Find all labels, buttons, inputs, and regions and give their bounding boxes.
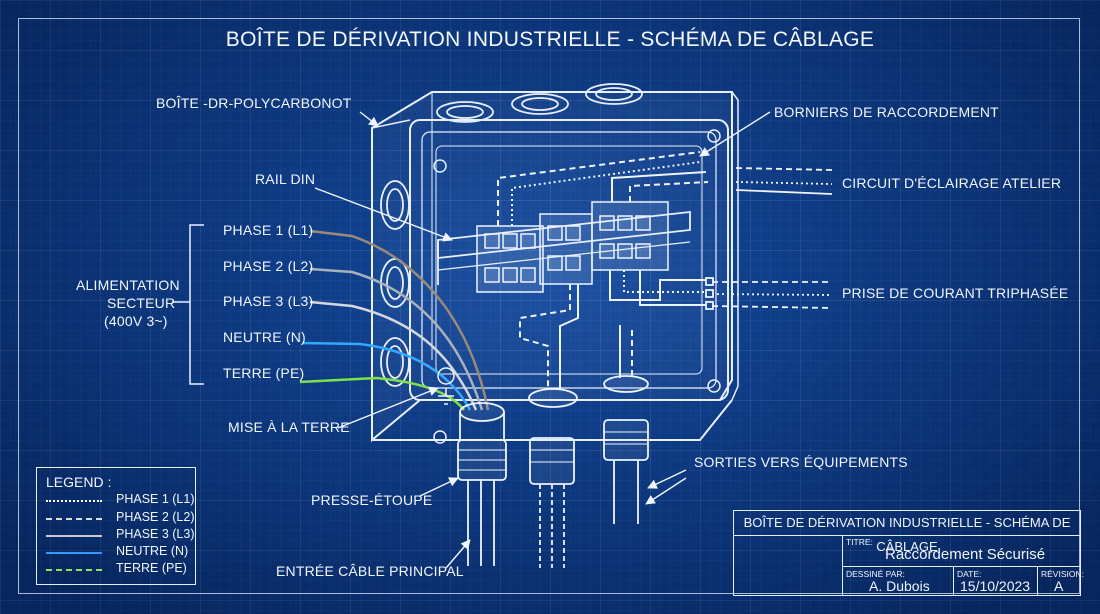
neutral-wire — [301, 341, 472, 411]
supply-bracket — [172, 224, 204, 385]
supply-conductors — [299, 229, 490, 411]
junction-box — [371, 91, 739, 443]
legend-swatch — [46, 500, 102, 502]
supply-label-line3: (400V 3~) — [104, 313, 168, 329]
legend-item: NEUTRE (N) — [46, 544, 196, 560]
legend: LEGEND : PHASE 1 (L1) PHASE 2 (L2) PHASE… — [36, 467, 196, 585]
phase2-wire — [309, 267, 484, 411]
corner-screws — [433, 129, 721, 444]
legend-swatch — [46, 535, 102, 537]
revision-caption: RÉVISION: — [1041, 569, 1084, 579]
legend-swatch — [46, 552, 102, 554]
cable-glands — [457, 375, 649, 485]
drawn-value: A. Dubois — [869, 578, 930, 594]
legend-item: TERRE (PE) — [46, 561, 196, 577]
page-title: BOÎTE DE DÉRIVATION INDUSTRIELLE - SCHÉM… — [225, 28, 875, 51]
din-rail — [437, 210, 691, 285]
phase1-wire — [309, 229, 490, 411]
legend-item-label: PHASE 2 (L2) — [116, 510, 195, 524]
title-block-header: BOÎTE DE DÉRIVATION INDUSTRIELLE - SCHÉM… — [734, 511, 1080, 554]
supply-label-line1: ALIMENTATION — [76, 277, 180, 293]
drawn-caption: DESSINÉ PAR: — [846, 569, 905, 579]
legend-item: PHASE 3 (L3) — [46, 527, 196, 543]
conductor-label-n: NEUTRE (N) — [223, 329, 306, 345]
terminal-blocks — [476, 201, 669, 293]
legend-item-label: NEUTRE (N) — [116, 544, 189, 558]
legend-item: PHASE 1 (L1) — [46, 492, 196, 508]
revision-value: A — [1054, 578, 1064, 594]
revision-cell: RÉVISION: A — [1037, 567, 1084, 596]
conductor-label-pe: TERRE (PE) — [223, 365, 305, 381]
legend-item-label: PHASE 1 (L1) — [116, 492, 195, 506]
drawing-frame — [18, 18, 1080, 594]
socket-label: PRISE DE COURANT TRIPHASÉE — [842, 285, 1069, 301]
main-cable-label: ENTRÉE CÂBLE PRINCIPAL — [276, 563, 464, 579]
earthing-label: MISE À LA TERRE — [228, 419, 350, 435]
terminals-label: BORNIERS DE RACCORDEMENT — [774, 104, 999, 120]
title-block: BOÎTE DE DÉRIVATION INDUSTRIELLE - SCHÉM… — [733, 510, 1084, 596]
legend-title: LEGEND : — [46, 474, 112, 490]
conductor-label-l3: PHASE 3 (L3) — [223, 293, 314, 309]
output-cables — [705, 167, 833, 310]
legend-item-label: TERRE (PE) — [116, 561, 187, 575]
title-value: Raccordement Sécurisé — [885, 546, 1046, 563]
supply-label-line2: SECTEUR — [107, 295, 176, 311]
legend-item: PHASE 2 (L2) — [46, 510, 196, 526]
legend-item-label: PHASE 3 (L3) — [116, 527, 195, 541]
cables — [467, 460, 639, 568]
conductor-label-l1: PHASE 1 (L1) — [223, 222, 314, 238]
lighting-circuit-label: CIRCUIT D'ÉCLAIRAGE ATELIER — [842, 175, 1062, 191]
leader-lines — [314, 111, 771, 569]
date-value: 15/10/2023 — [960, 578, 1031, 594]
top-knockouts — [436, 83, 643, 123]
earth-terminal — [437, 367, 455, 405]
drawn-by-cell: DESSINÉ PAR: A. Dubois — [842, 567, 953, 596]
date-cell: DATE: 15/10/2023 — [953, 567, 1037, 596]
legend-swatch — [46, 518, 102, 520]
earth-wire — [299, 376, 465, 411]
date-caption: DATE: — [957, 569, 982, 579]
internal-wiring — [497, 151, 709, 390]
title-caption: TITRE: — [846, 537, 873, 547]
title-cell: TITRE: Raccordement Sécurisé — [842, 535, 1080, 567]
box-label: BOÎTE -DR-POLYCARBONOT — [156, 95, 352, 111]
gland-label: PRESSE-ÉTOUPE — [311, 492, 433, 508]
legend-swatch — [46, 569, 102, 571]
conductor-label-l2: PHASE 2 (L2) — [223, 258, 314, 274]
phase3-wire — [309, 300, 478, 411]
din-rail-label: RAIL DIN — [255, 171, 316, 187]
outputs-label: SORTIES VERS ÉQUIPEMENTS — [694, 454, 908, 470]
